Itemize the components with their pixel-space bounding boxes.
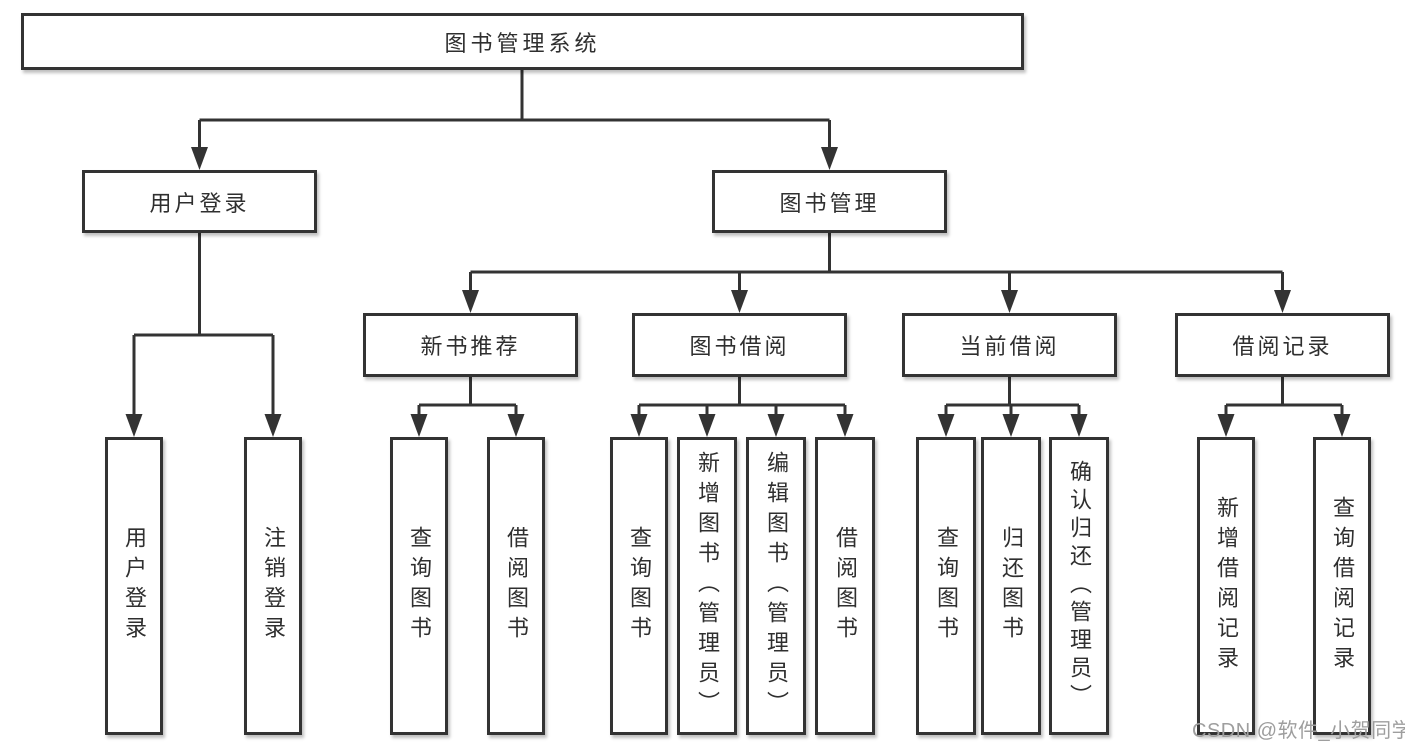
node-book-borrowing: 图书借阅 — [632, 313, 847, 377]
arrow-down-icon — [1274, 290, 1291, 313]
leaf-label: 用户登录 — [122, 526, 147, 646]
connector-root-to-level1 — [198, 70, 831, 150]
connector-currentborrow-to-children — [944, 377, 1081, 417]
arrow-down-icon — [1002, 414, 1020, 437]
arrow-down-icon — [410, 414, 428, 437]
arrow-down-icon — [630, 414, 648, 437]
leaf-label: 确认归还（管理员） — [1067, 460, 1092, 712]
node-borrowing-records: 借阅记录 — [1175, 313, 1390, 377]
leaf-query-books-borrow: 查询图书 — [610, 437, 668, 735]
leaf-add-books-admin: 新增图书（管理员） — [677, 437, 737, 735]
leaf-return-books: 归还图书 — [981, 437, 1041, 735]
connector-bookmgmt-to-level2 — [469, 233, 1284, 293]
leaf-label: 查询图书 — [934, 526, 959, 646]
leaf-query-borrow-record: 查询借阅记录 — [1313, 437, 1371, 735]
arrow-down-icon — [1070, 414, 1088, 437]
arrow-down-icon — [1001, 290, 1018, 313]
connector-bookborrow-to-children — [637, 377, 847, 417]
leaf-label: 新增图书（管理员） — [695, 451, 720, 721]
leaf-logout-login: 注销登录 — [244, 437, 302, 735]
arrow-down-icon — [821, 147, 838, 170]
node-book-management-system: 图书管理系统 — [21, 13, 1024, 70]
node-book-management: 图书管理 — [712, 170, 947, 233]
node-current-borrowing: 当前借阅 — [902, 313, 1117, 377]
connector-userlogin-to-children — [132, 233, 275, 417]
leaf-edit-books-admin: 编辑图书（管理员） — [746, 437, 806, 735]
arrow-down-icon — [264, 414, 282, 437]
leaf-confirm-return-admin: 确认归还（管理员） — [1049, 437, 1109, 735]
node-user-login: 用户登录 — [82, 170, 317, 233]
arrow-down-icon — [731, 290, 748, 313]
leaf-label: 新增借阅记录 — [1214, 496, 1239, 676]
arrow-down-icon — [937, 414, 955, 437]
leaf-label: 借阅图书 — [504, 526, 529, 646]
leaf-query-books-recommend: 查询图书 — [390, 437, 448, 735]
connector-records-to-children — [1224, 377, 1344, 417]
leaf-label: 归还图书 — [999, 526, 1024, 646]
leaf-label: 查询借阅记录 — [1330, 496, 1355, 676]
leaf-label: 注销登录 — [261, 526, 286, 646]
arrow-down-icon — [836, 414, 854, 437]
leaf-borrow-books-recommend: 借阅图书 — [487, 437, 545, 735]
arrow-down-icon — [1333, 414, 1351, 437]
leaf-label: 编辑图书（管理员） — [764, 451, 789, 721]
leaf-user-login: 用户登录 — [105, 437, 163, 735]
arrow-down-icon — [767, 414, 785, 437]
arrow-down-icon — [462, 290, 479, 313]
leaf-label: 借阅图书 — [833, 526, 858, 646]
arrow-down-icon — [191, 147, 208, 170]
leaf-label: 查询图书 — [627, 526, 652, 646]
connector-newbook-to-children — [417, 377, 518, 417]
leaf-borrow-books-borrow: 借阅图书 — [815, 437, 875, 735]
leaf-label: 查询图书 — [407, 526, 432, 646]
watermark: CSDN @软件_小贺同学 — [1192, 720, 1405, 742]
arrow-down-icon — [698, 414, 716, 437]
leaf-add-borrow-record: 新增借阅记录 — [1197, 437, 1255, 735]
node-new-book-recommend: 新书推荐 — [363, 313, 578, 377]
arrow-down-icon — [125, 414, 143, 437]
leaf-query-books-current: 查询图书 — [916, 437, 976, 735]
arrowheads — [125, 147, 1351, 437]
arrow-down-icon — [1217, 414, 1235, 437]
arrow-down-icon — [507, 414, 525, 437]
